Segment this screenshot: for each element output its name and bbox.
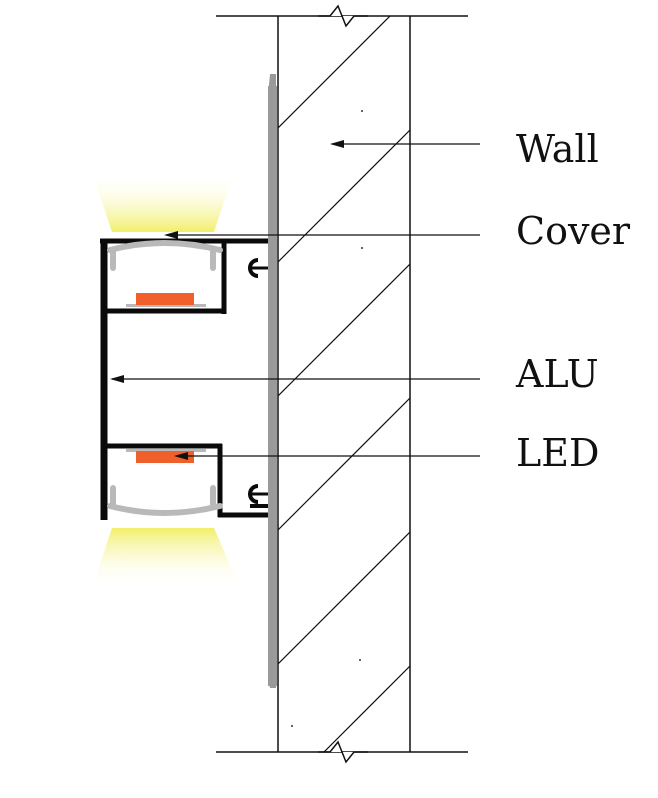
leader-cover: [164, 231, 480, 239]
label-cover: Cover: [516, 209, 631, 253]
clip-hook-upper: [248, 258, 268, 278]
cover-lower: [107, 485, 223, 516]
wall-break-mark-top: [318, 4, 368, 28]
label-led: LED: [516, 431, 599, 475]
label-alu: ALU: [515, 352, 599, 396]
light-beam-bottom: [92, 528, 240, 588]
wall-section: [216, 4, 468, 764]
wall-break-mark-bottom: [318, 740, 368, 764]
wall-plate: [268, 74, 277, 688]
leader-wall: [330, 140, 480, 148]
aluminium-profile: [100, 238, 268, 520]
led-strip-lower: [126, 449, 206, 463]
wall-hatching: [278, 16, 410, 752]
led-strip-upper: [126, 293, 206, 307]
cover-upper: [107, 240, 223, 271]
wall-dots: [291, 110, 363, 727]
clip-hook-lower: [248, 484, 268, 504]
light-beam-top: [92, 172, 234, 232]
leader-led: [174, 452, 480, 460]
label-wall: Wall: [516, 127, 599, 171]
leader-alu: [110, 375, 480, 383]
